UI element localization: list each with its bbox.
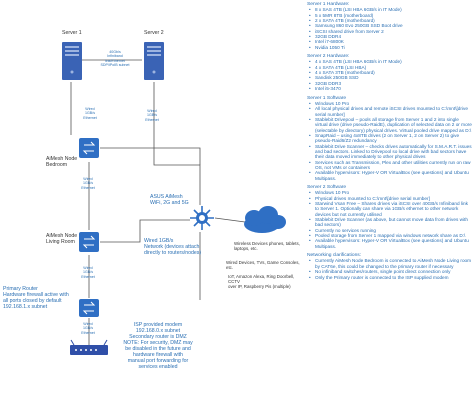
server2-hardware-section: Server 2 Hardware: 4 x SAS 4TB (LSI HBA … [307,54,472,92]
list-item: 32GB DDR4 [309,34,472,40]
server1-software-title: Server 1 Software [307,95,347,101]
infiniband-label: 40Gb/s Infiniband link/Ethernet SDP/IPoI… [100,50,130,67]
list-item: Windows 10 Pro [309,190,472,196]
list-item: Physical drives mounted to C:\mnt\[drive… [309,196,472,202]
bedroom-down-label: Wired 1GB/s Ethernet [81,177,95,190]
server1-hardware-list: 8 x SAS 4TB (LSI HBA 6GB/s in IT Mode)5 … [307,7,472,50]
list-item: Pooled storage from Server 1 mapped via … [309,233,472,239]
list-item: 4 x SATA 4TB (LSI HBA) [309,65,472,71]
networking-section: Networking clarifications: Currently AiM… [307,253,472,280]
bedroom-node-icon [79,138,99,158]
list-item: Stablebit Drive Scanner (as above, but c… [309,217,472,228]
list-item: SnapRaid – using 4x8TB drives (2 on Serv… [309,133,472,144]
bedroom-node-label: AiMesh Node Bedroom [46,156,78,168]
primary-router-icon [79,299,99,317]
server1-hardware-title: Server 1 Hardware: [307,2,350,7]
hub-to-cloud-link [214,217,246,223]
list-item: Starwind Vsan Free – Shares drives via i… [309,201,472,217]
list-item: No infiniband switches/routers, single p… [309,269,472,275]
server2-hardware-title: Server 2 Hardware: [307,54,350,60]
list-item: Currently AiMesh Node Bedroom is connect… [309,258,472,269]
list-item: Intel i5-3470 [309,86,472,92]
server2-title: Server 2 [144,30,164,36]
list-item: Sandisk 250GB SSD [309,75,472,81]
list-item: Samsung 860 Evo 250GB SSD Boot drive [309,23,472,29]
list-item: Available hypervisors: Hyper-V OR Virtua… [309,170,472,181]
wifi-label: ASUS AiMesh WiFi, 2G and 5G [150,194,189,206]
list-item: 32GB DDR3 [309,81,472,87]
server1-title: Server 1 [62,30,82,36]
server2-hardware-list: 4 x SAS 4TB (LSI HBA 6GB/s in IT Mode)4 … [307,59,472,91]
list-item: 8 x SAS 4TB (LSI HBA 6GB/s in IT Mode) [309,7,472,13]
cloud-icon [244,206,286,233]
list-item: Currently no services running [309,228,472,234]
primary-router-label: Primary Router Hardware firewall active … [3,286,69,310]
server2-software-title: Server 2 Software [307,185,347,190]
list-item: Available hypervisors: Hyper-V OR Virtua… [309,238,472,249]
server1-link-label: Wired 1GB/s Ethernet [83,107,97,120]
living-node-icon [79,232,99,252]
wired-network-label: Wired 1GB/s Network (devices attach dire… [144,238,202,256]
list-item: Nvidia 1050 Ti [309,45,472,51]
network-diagram: Server 1 Server 2 40Gb/s Infiniband link… [3,30,300,370]
list-item: Intel i7-6800K [309,39,472,45]
list-item: iSCSI shared drive from Server 2 [309,29,472,35]
server2-software-section: Server 2 Software Windows 10 ProPhysical… [307,185,472,249]
living-to-network-link [100,219,190,243]
list-item: Stablebit Drive Scanner – checks drives … [309,144,472,160]
wired-devices-label: Wired Devices, TVs, Game Consoles, etc. [226,260,300,270]
server2-link-label: Wired 1GB/s Ethernet [145,109,159,122]
list-item: Only the Primary router is connected to … [309,275,472,281]
bedroom-to-network-link [100,147,201,165]
server2-software-list: Windows 10 ProPhysical drives mounted to… [307,190,472,249]
list-item: 4 x SAS 4TB (LSI HBA 6GB/s in IT Mode) [309,59,472,65]
networking-list: Currently AiMesh Node Bedroom is connect… [307,258,472,281]
list-item: All local physical drives and remote iSC… [309,106,472,117]
living-node-label: AiMesh Node Living Room [46,233,78,245]
living-down-label: Wired 1GB/s Ethernet [81,266,95,279]
list-item: 4 x SATA 3TB (motherboard) [309,70,472,76]
diagram-lines [62,42,286,355]
server1-icon [62,42,82,80]
server1-software-list: Windows 10 ProAll local physical drives … [307,101,472,181]
list-item: Stablebit Drivepool – pools all storage … [309,117,472,133]
network-hub-icon [190,206,214,230]
list-item: 5 x 5MR 8TB (motherboard) [309,13,472,19]
list-item: Windows 10 Pro [309,101,472,107]
server2-icon [144,42,164,80]
wireless-devices-label: Wireless Devices phones, tablets, laptop… [234,241,300,251]
networking-title: Networking clarifications: [307,253,362,259]
list-item: 2 x SATA 4TB (motherboard) [309,18,472,24]
router-down-label: Wired 1GB/s Ethernet [81,322,95,335]
iot-devices-label: IoT, Amazon Alexa, Ring Doorbell, CCTV o… [228,274,295,289]
isp-modem-icon [70,339,108,355]
server1-hardware-section: Server 1 Hardware: 8 x SAS 4TB (LSI HBA … [307,2,472,50]
list-item: Services such as Transmission, Plex and … [309,160,472,171]
server2-to-network-link [153,82,201,205]
info-panel: Server 1 Hardware: 8 x SAS 4TB (LSI HBA … [307,2,472,412]
isp-modem-label: ISP provided modem 192.168.0.x subnet Se… [123,322,193,370]
server1-software-section: Server 1 Software Windows 10 ProAll loca… [307,96,472,182]
